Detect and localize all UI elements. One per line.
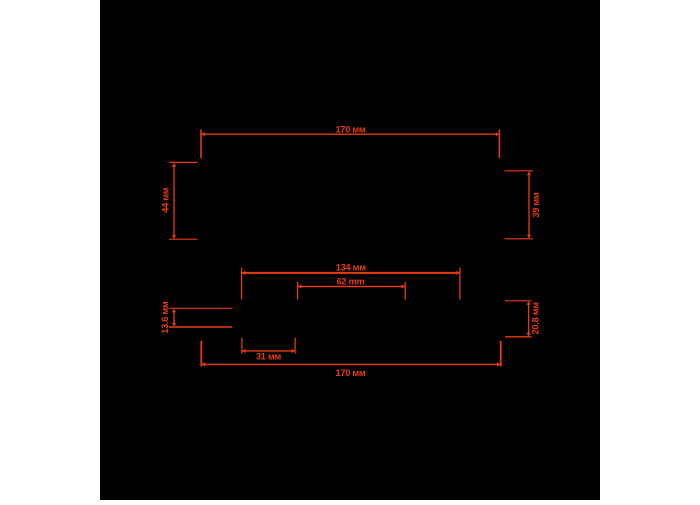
- svg-text:44 мм: 44 мм: [160, 187, 170, 213]
- svg-text:20.8 мм: 20.8 мм: [531, 302, 541, 335]
- svg-text:170 мм: 170 мм: [336, 368, 366, 378]
- svg-text:13.6 мм: 13.6 мм: [160, 301, 170, 334]
- svg-text:62 mm: 62 mm: [337, 277, 365, 287]
- svg-text:31 мм: 31 мм: [256, 352, 282, 362]
- svg-text:134 мм: 134 мм: [336, 262, 366, 272]
- svg-text:170 мм: 170 мм: [336, 124, 366, 134]
- svg-text:39 мм: 39 мм: [531, 192, 541, 218]
